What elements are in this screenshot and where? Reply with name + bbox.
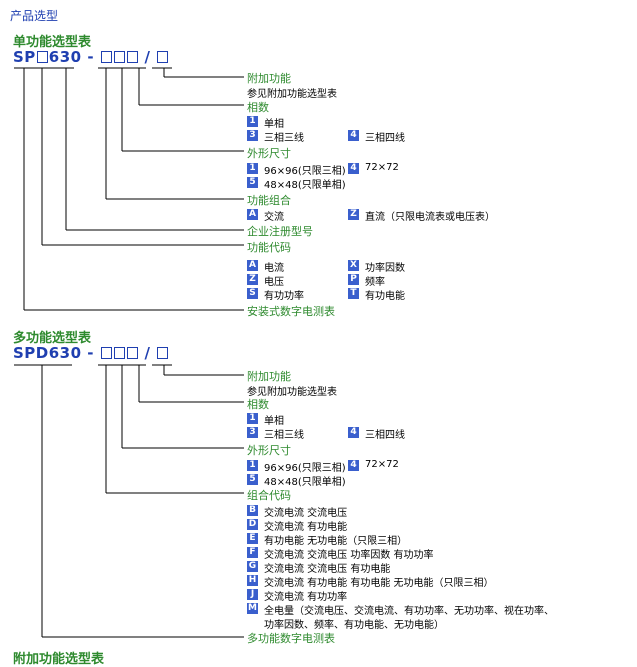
option-code-badge: 3 <box>247 427 258 438</box>
option-code-badge: G <box>247 561 258 572</box>
multi-model-code: SPD630 - / <box>13 344 169 362</box>
option-code-badge: D <box>247 519 258 530</box>
code-placeholder-box <box>157 51 169 63</box>
option-code-badge: 4 <box>348 427 359 438</box>
option-code-badge: 5 <box>247 177 258 188</box>
option-label: 单相 <box>264 119 284 130</box>
multi-addon-title: 附加功能 <box>247 370 291 383</box>
single-addon-desc[interactable]: 参见附加功能选型表 <box>247 89 337 100</box>
option-label: 交流电流 有功电能 <box>264 522 348 533</box>
option-label: 电流 <box>264 263 284 274</box>
option-label: 交流电流 有功电能 有功电能 无功电能（只限三相） <box>264 578 494 589</box>
single-reg-title: 企业注册型号 <box>247 225 313 238</box>
option-label: 三相三线 <box>264 430 304 441</box>
option-code-badge: M <box>247 603 258 614</box>
option-code-badge: 5 <box>247 474 258 485</box>
option-label-continued: 功率因数、频率、有功电能、无功电能） <box>264 620 444 631</box>
option-code-badge: F <box>247 547 258 558</box>
code-placeholder-box <box>126 347 138 359</box>
option-code-badge: 1 <box>247 116 258 127</box>
option-label: 三相四线 <box>365 133 405 144</box>
option-label: 三相三线 <box>264 133 304 144</box>
option-code-badge: Z <box>348 209 359 220</box>
option-code-badge: S <box>247 288 258 299</box>
option-code-badge: T <box>348 288 359 299</box>
code-placeholder-box <box>100 347 112 359</box>
option-code-badge: Z <box>247 274 258 285</box>
single-model-code: SP 630 - / <box>13 48 169 66</box>
breadcrumb[interactable]: 产品选型 <box>10 9 59 23</box>
option-label: 48×48(只限单相) <box>264 180 346 191</box>
multi-code-slash: / <box>144 344 151 362</box>
single-section-title: 单功能选型表 <box>13 35 92 50</box>
option-code-badge: X <box>348 260 359 271</box>
option-label: 功率因数 <box>365 263 405 274</box>
single-size-title: 外形尺寸 <box>247 147 291 160</box>
multi-section-title: 多功能选型表 <box>13 331 92 346</box>
option-label: 交流电流 交流电压 <box>264 508 348 519</box>
option-label: 交流电流 有功功率 <box>264 592 348 603</box>
option-label: 单相 <box>264 416 284 427</box>
option-code-badge: 4 <box>348 130 359 141</box>
option-code-badge: P <box>348 274 359 285</box>
option-label: 48×48(只限单相) <box>264 477 346 488</box>
option-label: 电压 <box>264 277 284 288</box>
multi-combo-title: 组合代码 <box>247 489 291 502</box>
option-code-badge: 3 <box>247 130 258 141</box>
code-placeholder-box <box>36 51 48 63</box>
option-code-badge: A <box>247 260 258 271</box>
multi-code-prefix: SPD630 - <box>13 344 100 362</box>
option-code-badge: H <box>247 575 258 586</box>
option-label: 72×72 <box>365 162 399 173</box>
multi-size-title: 外形尺寸 <box>247 444 291 457</box>
code-placeholder-box <box>100 51 112 63</box>
option-label: 有功电能 无功电能（只限三相） <box>264 536 408 547</box>
multi-meter-title: 多功能数字电测表 <box>247 632 335 645</box>
option-label: 96×96(只限三相) <box>264 463 346 474</box>
multi-phase-title: 相数 <box>247 398 269 411</box>
single-combo-title: 功能组合 <box>247 194 291 207</box>
single-code-mid: 630 - <box>48 48 100 66</box>
option-code-badge: 4 <box>348 460 359 471</box>
single-code-slash: / <box>144 48 151 66</box>
addon-section-title: 附加功能选型表 <box>13 652 105 667</box>
option-label: 72×72 <box>365 459 399 470</box>
single-phase-title: 相数 <box>247 101 269 114</box>
option-code-badge: E <box>247 533 258 544</box>
option-label: 全电量（交流电压、交流电流、有功功率、无功功率、视在功率、 <box>264 606 554 617</box>
option-code-badge: 1 <box>247 163 258 174</box>
option-label: 频率 <box>365 277 385 288</box>
option-code-badge: 1 <box>247 413 258 424</box>
option-label: 96×96(只限三相) <box>264 166 346 177</box>
single-code-prefix: SP <box>13 48 36 66</box>
option-code-badge: J <box>247 589 258 600</box>
single-meter-title: 安装式数字电测表 <box>247 305 335 318</box>
option-label: 交流电流 交流电压 功率因数 有功功率 <box>264 550 434 561</box>
multi-addon-desc[interactable]: 参见附加功能选型表 <box>247 387 337 398</box>
option-code-badge: 1 <box>247 460 258 471</box>
single-func-title: 功能代码 <box>247 241 291 254</box>
code-placeholder-box <box>157 347 169 359</box>
option-label: 交流电流 交流电压 有功电能 <box>264 564 391 575</box>
option-label: 有功电能 <box>365 291 405 302</box>
option-code-badge: 4 <box>348 163 359 174</box>
single-addon-title: 附加功能 <box>247 72 291 85</box>
code-placeholder-box <box>126 51 138 63</box>
option-label: 三相四线 <box>365 430 405 441</box>
option-label: 有功功率 <box>264 291 304 302</box>
code-placeholder-box <box>113 347 125 359</box>
option-code-badge: A <box>247 209 258 220</box>
option-code-badge: B <box>247 505 258 516</box>
code-placeholder-box <box>113 51 125 63</box>
option-label: 直流（只限电流表或电压表） <box>365 212 495 223</box>
option-label: 交流 <box>264 212 284 223</box>
